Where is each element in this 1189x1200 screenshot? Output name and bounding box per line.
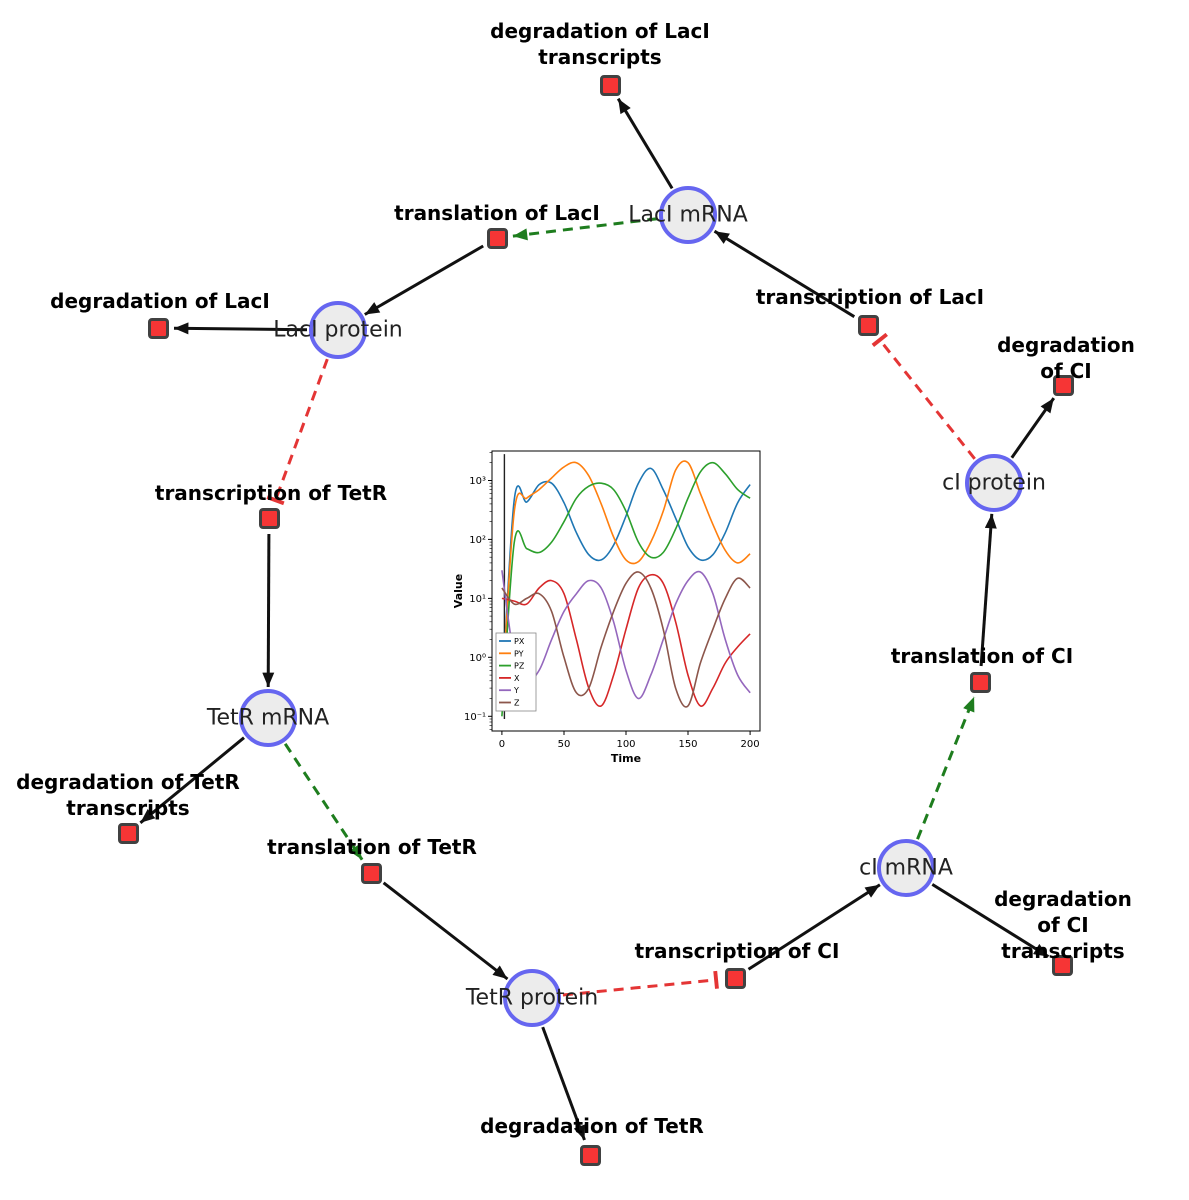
series-PZ xyxy=(501,461,751,717)
edge-tetr-mrna-to-deg-tetr-transcripts xyxy=(139,736,245,824)
reaction-label-transcription-ci: transcription of CI xyxy=(634,939,840,963)
edge-tetr-protein-to-transcription-ci xyxy=(562,970,719,997)
edge-laci-mrna-to-translation-laci xyxy=(512,217,658,241)
series-PX xyxy=(501,467,751,699)
reaction-node-deg-ci[interactable] xyxy=(1052,374,1074,396)
x-tick-label: 150 xyxy=(678,739,697,750)
legend-label-PX: PX xyxy=(514,637,525,646)
edge-ci-mrna-to-deg-ci-transcripts xyxy=(931,883,1050,958)
series-X xyxy=(501,573,751,708)
series-Y xyxy=(501,570,751,700)
reaction-node-deg-laci[interactable] xyxy=(147,317,169,339)
species-label-tetr-protein: TetR protein xyxy=(465,985,599,1011)
legend-label-PZ: PZ xyxy=(514,662,525,671)
edge-laci-mrna-to-deg-laci-transcripts xyxy=(616,97,674,190)
species-node-tetr-mrna[interactable] xyxy=(239,689,297,747)
species-label-laci-mrna: LacI mRNA xyxy=(628,202,748,228)
legend-label-X: X xyxy=(514,674,520,683)
reaction-node-translation-tetr[interactable] xyxy=(360,862,382,884)
series-Z xyxy=(501,571,751,708)
series-PY xyxy=(501,460,751,699)
edge-translation-ci-to-ci-protein xyxy=(979,513,997,667)
edge-ci-protein-to-deg-ci xyxy=(1010,397,1056,459)
legend-label-PY: PY xyxy=(514,649,524,658)
reaction-node-translation-laci[interactable] xyxy=(486,227,508,249)
edge-tetr-mrna-to-translation-tetr xyxy=(283,742,364,861)
edge-transcription-tetr-to-tetr-mrna xyxy=(262,533,275,688)
species-label-tetr-mrna: TetR mRNA xyxy=(206,705,330,731)
edge-translation-tetr-to-tetr-protein xyxy=(382,881,509,981)
reaction-node-deg-tetr[interactable] xyxy=(579,1144,601,1166)
reaction-node-transcription-laci[interactable] xyxy=(857,314,879,336)
y-tick-label: 10² xyxy=(469,535,486,546)
reaction-node-deg-ci-transcripts[interactable] xyxy=(1051,954,1073,976)
y-axis-label: Value xyxy=(452,574,465,608)
reaction-label-deg-ci-transcripts: degradation of CI transcripts xyxy=(994,887,1132,963)
x-tick-label: 200 xyxy=(741,739,760,750)
y-tick-label: 10⁻¹ xyxy=(464,712,486,723)
reaction-label-deg-ci: degradation of CI xyxy=(997,333,1135,383)
x-tick-label: 50 xyxy=(558,739,571,750)
species-node-laci-mrna[interactable] xyxy=(659,186,717,244)
species-node-ci-mrna[interactable] xyxy=(877,839,935,897)
edge-ci-mrna-to-translation-ci xyxy=(916,696,976,840)
species-node-laci-protein[interactable] xyxy=(309,301,367,359)
reaction-node-deg-laci-transcripts[interactable] xyxy=(599,74,621,96)
reaction-label-translation-ci: translation of CI xyxy=(890,644,1074,668)
legend-label-Z: Z xyxy=(514,699,520,708)
reaction-label-transcription-laci: transcription of LacI xyxy=(755,285,985,309)
species-label-ci-protein: cI protein xyxy=(942,470,1046,496)
edge-transcription-laci-to-laci-mrna xyxy=(713,229,856,318)
species-node-ci-protein[interactable] xyxy=(965,454,1023,512)
legend-box xyxy=(495,632,537,712)
species-node-tetr-protein[interactable] xyxy=(503,969,561,1027)
edge-laci-protein-to-transcription-tetr xyxy=(266,358,329,506)
reaction-label-translation-laci: translation of LacI xyxy=(394,201,600,225)
edge-translation-laci-to-laci-protein xyxy=(364,244,484,316)
reaction-node-transcription-tetr[interactable] xyxy=(258,507,280,529)
y-tick-label: 10³ xyxy=(469,476,486,487)
edge-transcription-ci-to-ci-mrna xyxy=(747,883,881,971)
edge-laci-protein-to-deg-laci xyxy=(173,322,308,335)
reaction-label-translation-tetr: translation of TetR xyxy=(267,835,477,859)
species-label-ci-mrna: cI mRNA xyxy=(859,855,953,881)
reaction-label-transcription-tetr: transcription of TetR xyxy=(154,481,388,505)
legend-label-Y: Y xyxy=(513,686,519,695)
reaction-label-deg-tetr: degradation of TetR xyxy=(480,1114,704,1138)
reaction-label-deg-tetr-transcripts: degradation of TetR transcripts xyxy=(16,770,240,820)
x-axis-label: Time xyxy=(611,752,641,765)
x-tick-label: 0 xyxy=(499,739,505,750)
reaction-label-deg-laci-transcripts: degradation of LacI transcripts xyxy=(490,19,710,69)
reaction-label-deg-laci: degradation of LacI xyxy=(50,289,270,313)
edge-tetr-protein-to-deg-tetr xyxy=(541,1026,586,1141)
y-tick-label: 10⁰ xyxy=(469,653,486,664)
reaction-node-deg-tetr-transcripts[interactable] xyxy=(117,822,139,844)
species-label-laci-protein: LacI protein xyxy=(273,317,403,343)
y-tick-label: 10¹ xyxy=(469,594,486,605)
reaction-node-transcription-ci[interactable] xyxy=(724,967,746,989)
edge-ci-protein-to-transcription-laci xyxy=(871,332,976,460)
reaction-node-translation-ci[interactable] xyxy=(969,671,991,693)
x-tick-label: 100 xyxy=(616,739,635,750)
